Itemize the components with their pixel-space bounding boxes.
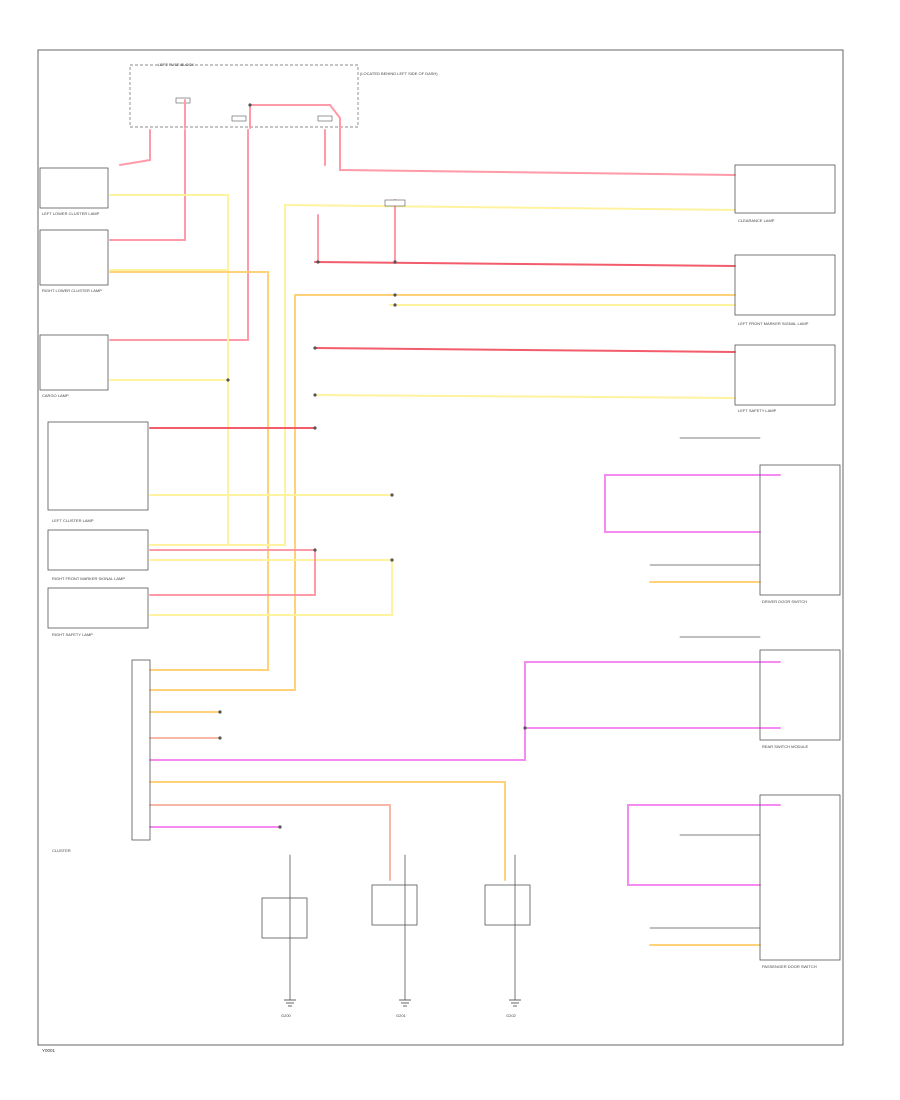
label-passenger-door: PASSENGER DOOR SWITCH [762,964,817,969]
components: LEFT LOWER CLUSTER LAMP RIGHT LOWER CLUS… [39,164,841,969]
splices [218,103,527,829]
label-left-cluster-lamp: LEFT CLUSTER LAMP [52,518,94,523]
label-right-lower-cluster: RIGHT LOWER CLUSTER LAMP [42,288,102,293]
label-clearance-lamp: CLEARANCE LAMP [738,218,775,223]
fuse-block: LEFT FUSE BLOCK (LOCATED BEHIND LEFT SID… [129,62,438,128]
wire-magenta-main [149,661,781,761]
ground-g201: G201 [396,999,411,1018]
footer-code: Y0001 [42,1048,56,1053]
label-g201: G201 [396,1013,407,1018]
ground-g202: G202 [506,999,521,1018]
label-right-safety-lamp: RIGHT SAFETY LAMP [52,632,93,637]
label-cluster: CLUSTER [52,848,71,853]
fuse-block-detail: (LOCATED BEHIND LEFT SIDE OF DASH) [360,71,438,76]
label-driver-door: DRIVER DOOR SWITCH [762,599,807,604]
diagram-frame [37,49,844,1046]
label-g200: G200 [281,1013,292,1018]
label-left-lower-cluster: LEFT LOWER CLUSTER LAMP [42,211,100,216]
label-cargo-lamp: CARGO LAMP [42,393,69,398]
wires [109,99,781,1001]
wire-pink-top [249,104,736,176]
label-left-safety-lamp: LEFT SAFETY LAMP [738,408,777,413]
label-rear-module: REAR SWITCH MODULE [762,744,809,749]
fuse-block-label: LEFT FUSE BLOCK [158,62,194,67]
label-right-front-marker: RIGHT FRONT MARKER SIGNAL LAMP [52,576,125,581]
ground-g200: G200 [281,999,296,1018]
ground-symbols: G200 G201 G202 [281,999,521,1018]
label-g202: G202 [506,1013,517,1018]
label-left-front-marker: LEFT FRONT MARKER SIGNAL LAMP [738,321,809,326]
